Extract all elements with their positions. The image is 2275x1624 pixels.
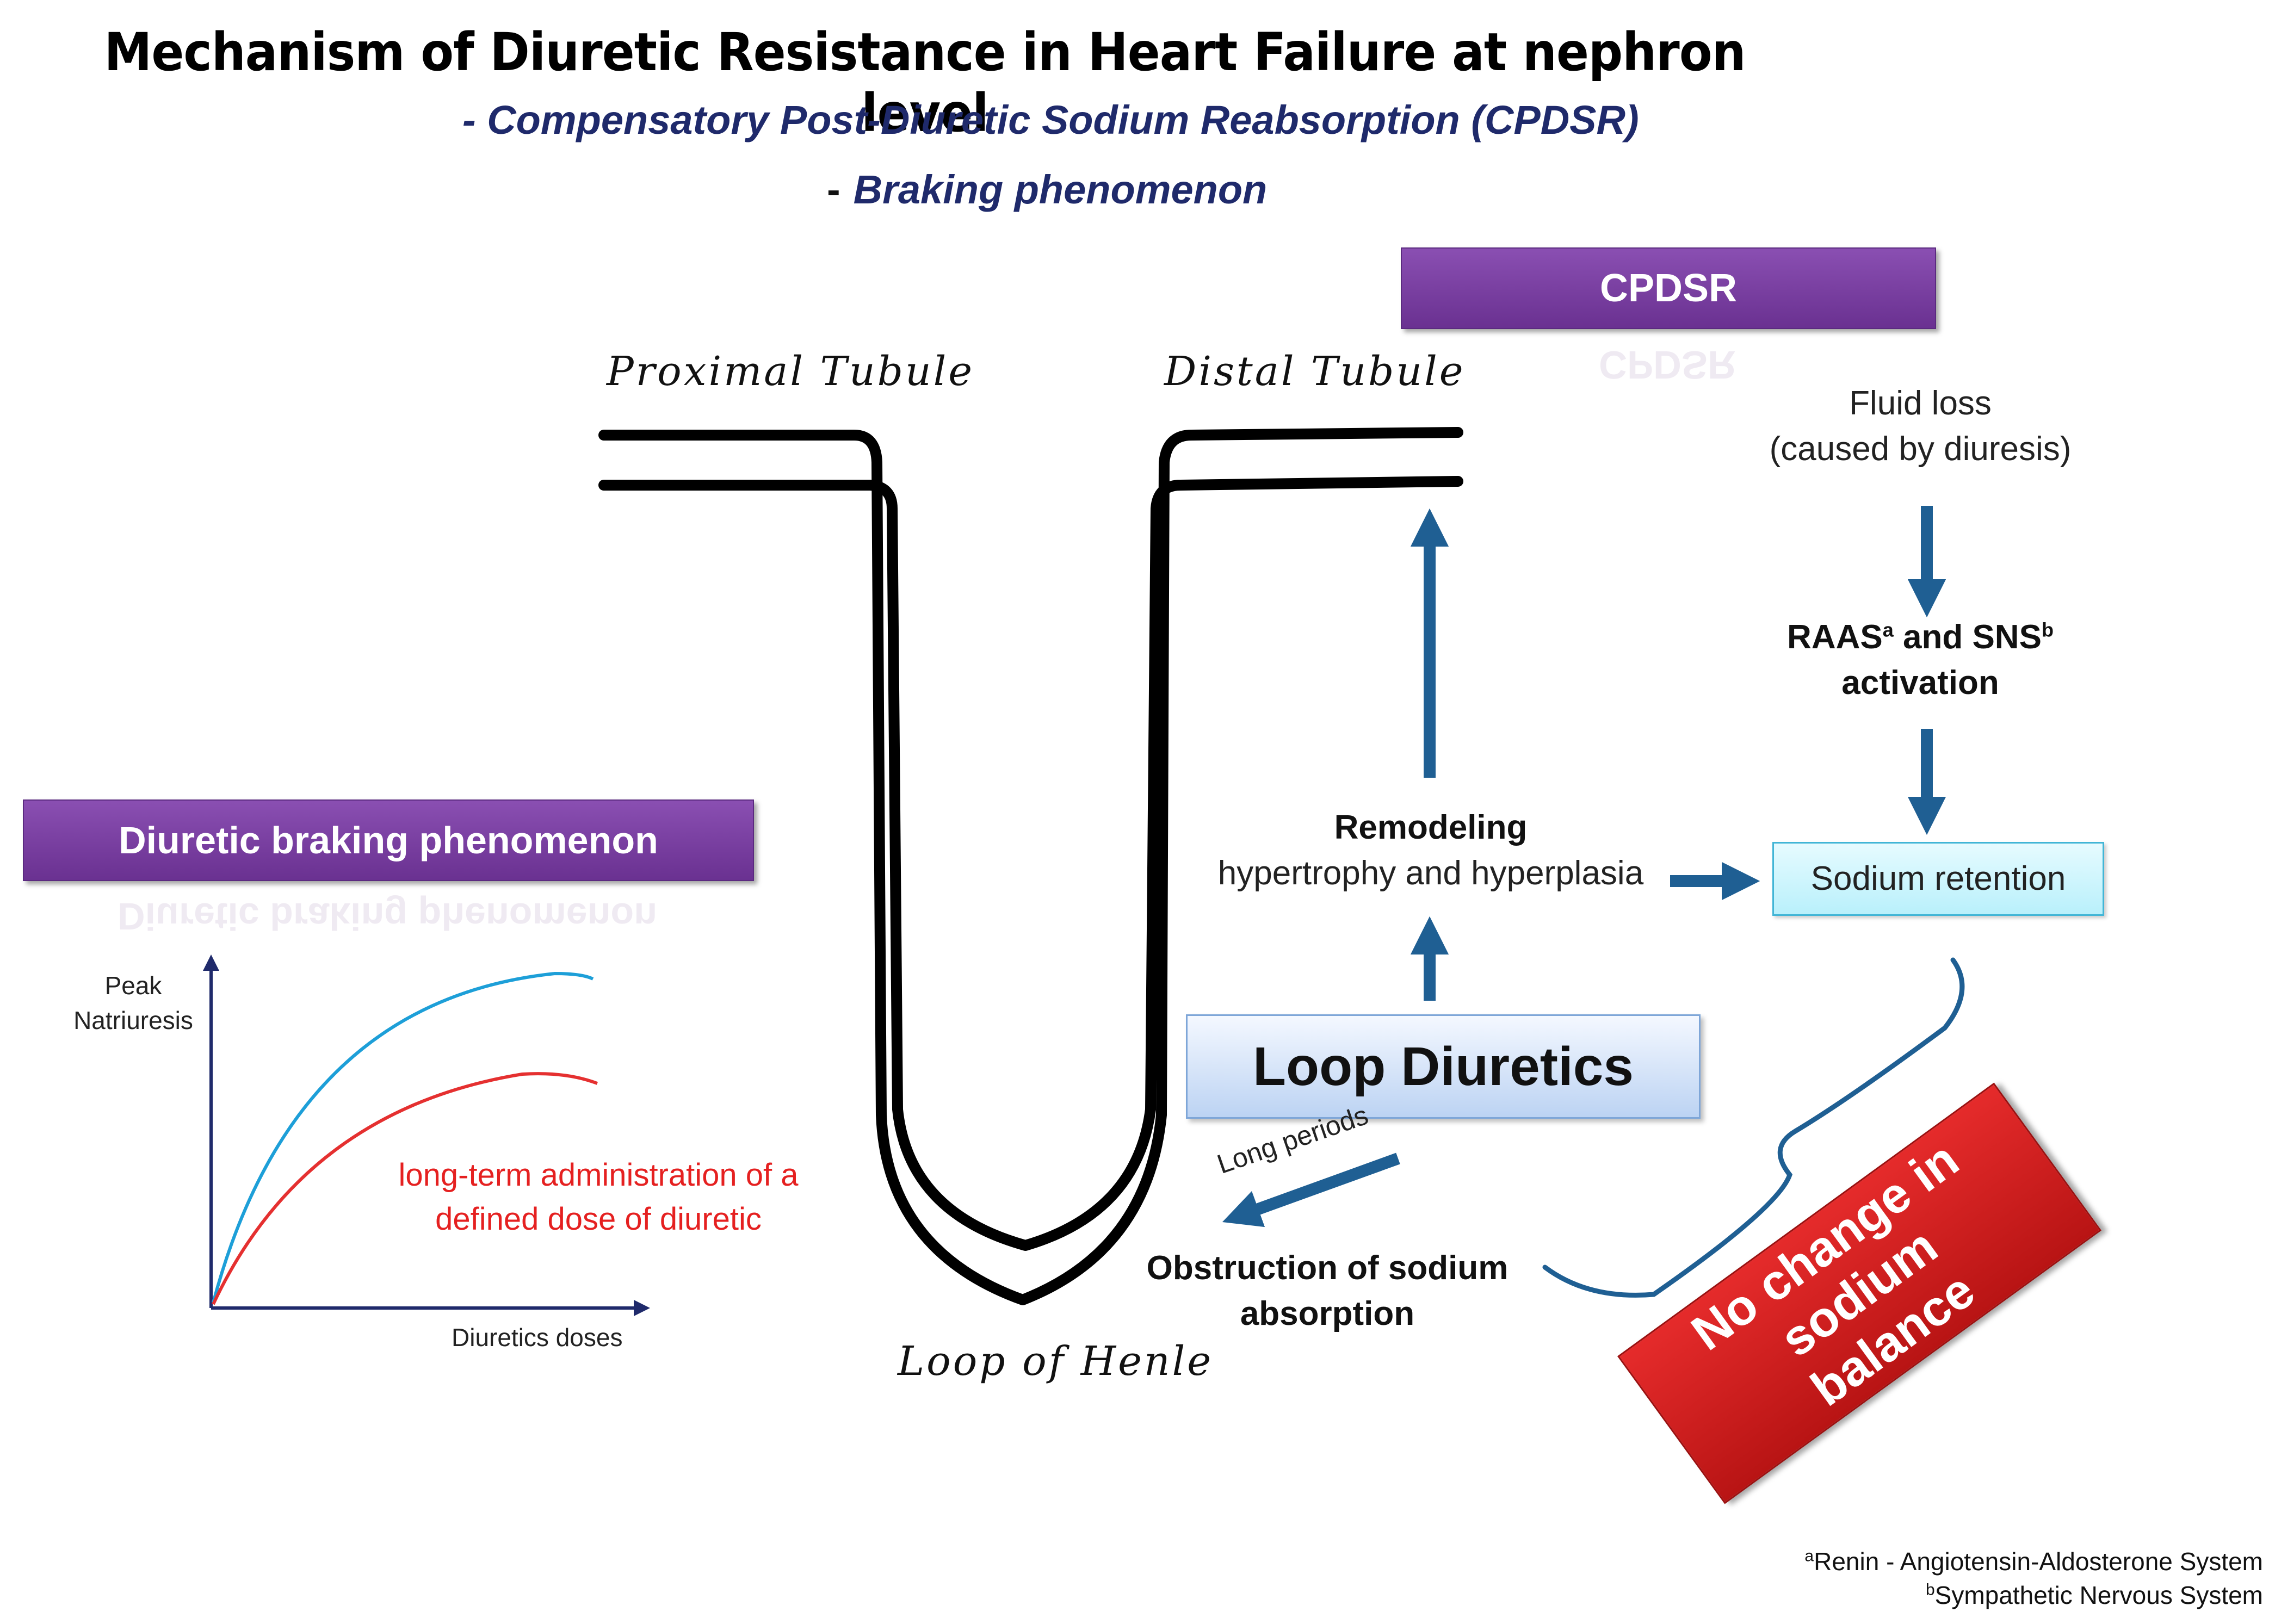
loop-diuretics-label: Loop Diuretics [1252,1036,1634,1097]
cpdsr-label: CPDSR [1599,266,1738,310]
footnote-b: bSympathetic Nervous System [1610,1578,2263,1612]
remodeling-text: Remodeling hypertrophy and hyperplasia [1186,805,1676,896]
obstruction-text: Obstruction of sodium absorption [1121,1245,1534,1336]
footnote-b-sup: b [1925,1580,1935,1599]
chart-annotation-line2: defined dose of diuretic [435,1201,762,1237]
remodeling-detail: hypertrophy and hyperplasia [1217,854,1644,892]
raas-text: RAAS [1787,618,1883,656]
sns-text: and SNS [1893,618,2042,656]
label-loop-of-henle: Loop of Henle [898,1338,1214,1385]
sodium-retention-label: Sodium retention [1810,860,2066,897]
raas-sns-text: RAASa and SNSb activation [1714,615,2127,705]
footnote-a: aRenin - Angiotensin-Aldosterone System [1610,1545,2263,1578]
sodium-retention-box: Sodium retention [1772,842,2104,916]
curly-brace [1542,957,1965,1298]
subtitle-cpdsr: - Compensatory Post-Diuretic Sodium Reab… [462,97,1639,142]
cpdsr-label-box: CPDSR [1401,247,1936,329]
page-title: Mechanism of Diuretic Resistance in Hear… [104,22,1746,144]
subtitle-dash: - [827,167,840,212]
curve-blue [212,971,594,1303]
footnote-a-sup: a [1804,1547,1814,1565]
arrow-long-periods [1222,1152,1400,1228]
remodeling-title: Remodeling [1334,809,1528,846]
braking-label: Diuretic braking phenomenon [119,819,658,861]
chart-y-label-line2: Natriuresis [73,1006,193,1035]
label-proximal-tubule: Proximal Tubule [607,348,975,395]
footnote-a-text: Renin - Angiotensin-Aldosterone System [1814,1547,2263,1576]
nephron-outer-wall [598,427,1463,1305]
label-distal-tubule: Distal Tubule [1164,348,1466,395]
footnote-b-text: Sympathetic Nervous System [1934,1581,2263,1610]
chart-annotation-line1: long-term administration of a [398,1157,799,1193]
chart-annotation: long-term administration of a defined do… [354,1153,843,1241]
footnotes: aRenin - Angiotensin-Aldosterone System … [1610,1545,2263,1612]
subtitle-braking-row: -Braking phenomenon [827,166,1267,213]
chart-x-label: Diuretics doses [452,1323,623,1352]
sns-sup-b: b [2041,618,2054,641]
curve-red [212,1072,598,1305]
raas-line1: RAASa and SNSb [1714,615,2127,660]
loop-diuretics-box: Loop Diuretics [1186,1014,1701,1119]
fluid-loss-text: Fluid loss (caused by diuresis) [1714,381,2127,472]
obstruction-line1: Obstruction of sodium [1146,1249,1509,1287]
raas-sup-a: a [1882,618,1894,641]
obstruction-line2: absorption [1240,1294,1415,1332]
braking-label-box: Diuretic braking phenomenon [23,799,754,881]
fluid-loss-line1: Fluid loss [1849,385,1992,422]
nephron-inner-wall [598,476,1463,1251]
raas-line2: activation [1841,664,1999,702]
chart-y-label-line1: Peak [104,971,162,1000]
chart-y-label: Peak Natriuresis [54,968,212,1038]
subtitle-braking: Braking phenomenon [853,167,1268,212]
fluid-loss-line2: (caused by diuresis) [1769,430,2072,468]
